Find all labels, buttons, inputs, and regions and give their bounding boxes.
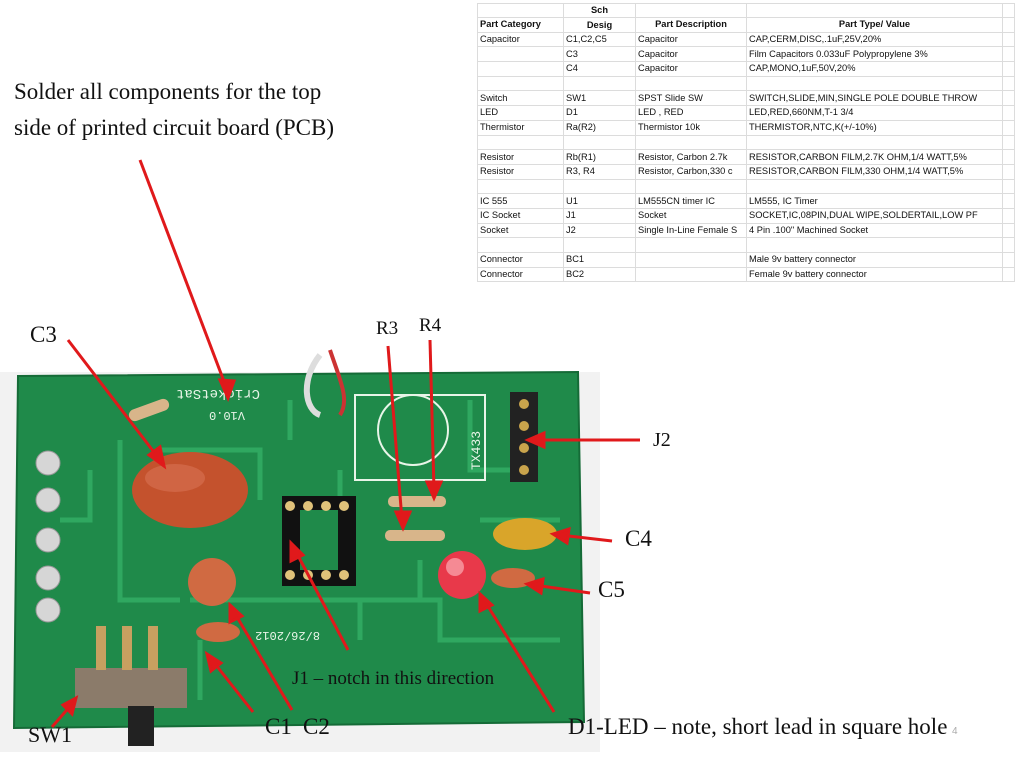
ic-socket-opening xyxy=(300,510,338,570)
header-j2-pins xyxy=(519,399,529,475)
label-c2: C2 xyxy=(303,714,330,739)
capacitor-c5 xyxy=(491,568,535,588)
resistor-r1 xyxy=(128,398,170,422)
table-filler-cell xyxy=(1002,17,1015,33)
callout-arrows xyxy=(50,159,640,728)
switch-sw1-pins xyxy=(96,626,158,670)
label-j2: J2 xyxy=(653,429,671,451)
led-d1-highlight xyxy=(446,558,464,576)
instruction-line-2: side of printed circuit board (PCB) xyxy=(14,115,335,140)
table-cell: LED,RED,660NM,T-1 3/4 xyxy=(746,105,1003,121)
label-r4: R4 xyxy=(419,315,442,336)
label-j1: J1 – notch in this direction xyxy=(292,668,495,689)
table-filler-cell xyxy=(1002,105,1015,121)
table-cell: Connector xyxy=(477,266,564,283)
table-header-top-row: Sch xyxy=(477,3,1015,18)
page-number: 4 xyxy=(952,726,958,737)
table-header-cell: Desig xyxy=(563,17,636,33)
label-c5: C5 xyxy=(598,577,625,602)
table-filler-cell xyxy=(1002,3,1015,18)
table-filler-cell xyxy=(1002,75,1015,92)
silkscreen-date: 8/26/2012 xyxy=(255,628,320,642)
label-d1: D1-LED – note, short lead in square hole xyxy=(568,714,948,739)
resistor-r3 xyxy=(385,530,445,541)
table-row xyxy=(477,178,1015,195)
wire-red xyxy=(328,349,347,417)
table-cell: Switch xyxy=(477,90,564,107)
instruction-line-1: Solder all components for the top xyxy=(14,79,322,104)
silkscreen-board-name: CricketSat xyxy=(176,385,260,401)
capacitor-c2 xyxy=(188,558,236,606)
table-header-row: Part Category Desig Part Description Par… xyxy=(477,17,1015,33)
table-cell: BC2 xyxy=(563,266,636,283)
label-sw1: SW1 xyxy=(28,722,72,747)
parts-table: Sch Part Category Desig Part Description… xyxy=(477,3,1015,283)
label-c1: C1 xyxy=(265,714,292,739)
table-row xyxy=(477,75,1015,92)
label-r3: R3 xyxy=(376,318,399,339)
table-cell: Female 9v battery connector xyxy=(746,266,1003,283)
table-cell: C4 xyxy=(563,61,636,77)
table-filler-cell xyxy=(1002,61,1015,77)
switch-sw1 xyxy=(75,668,187,708)
table-filler-cell xyxy=(1002,252,1015,268)
silkscreen-version: V10.0 xyxy=(209,408,245,422)
pcb-traces xyxy=(60,400,560,700)
edge-pads xyxy=(35,450,61,623)
capacitor-c4 xyxy=(493,518,557,550)
label-c4: C4 xyxy=(625,526,652,551)
silkscreen-module: TX433 xyxy=(469,431,484,470)
table-filler-cell xyxy=(1002,90,1015,107)
label-c3: C3 xyxy=(30,322,57,347)
instruction-text: Solder all components for the top side o… xyxy=(14,74,414,146)
table-cell: CAP,MONO,1uF,50V,20% xyxy=(746,61,1003,77)
capacitor-c1 xyxy=(196,622,240,642)
resistor-r4 xyxy=(388,496,446,507)
wire-white xyxy=(303,353,323,418)
table-cell: LED , RED xyxy=(635,105,747,121)
tx-module-frame xyxy=(354,394,486,481)
table-cell: SWITCH,SLIDE,MIN,SINGLE POLE DOUBLE THRO… xyxy=(746,90,1003,107)
table-filler-cell xyxy=(1002,266,1015,283)
capacitor-c3-highlight xyxy=(145,464,205,492)
switch-sw1-lever xyxy=(128,706,154,746)
